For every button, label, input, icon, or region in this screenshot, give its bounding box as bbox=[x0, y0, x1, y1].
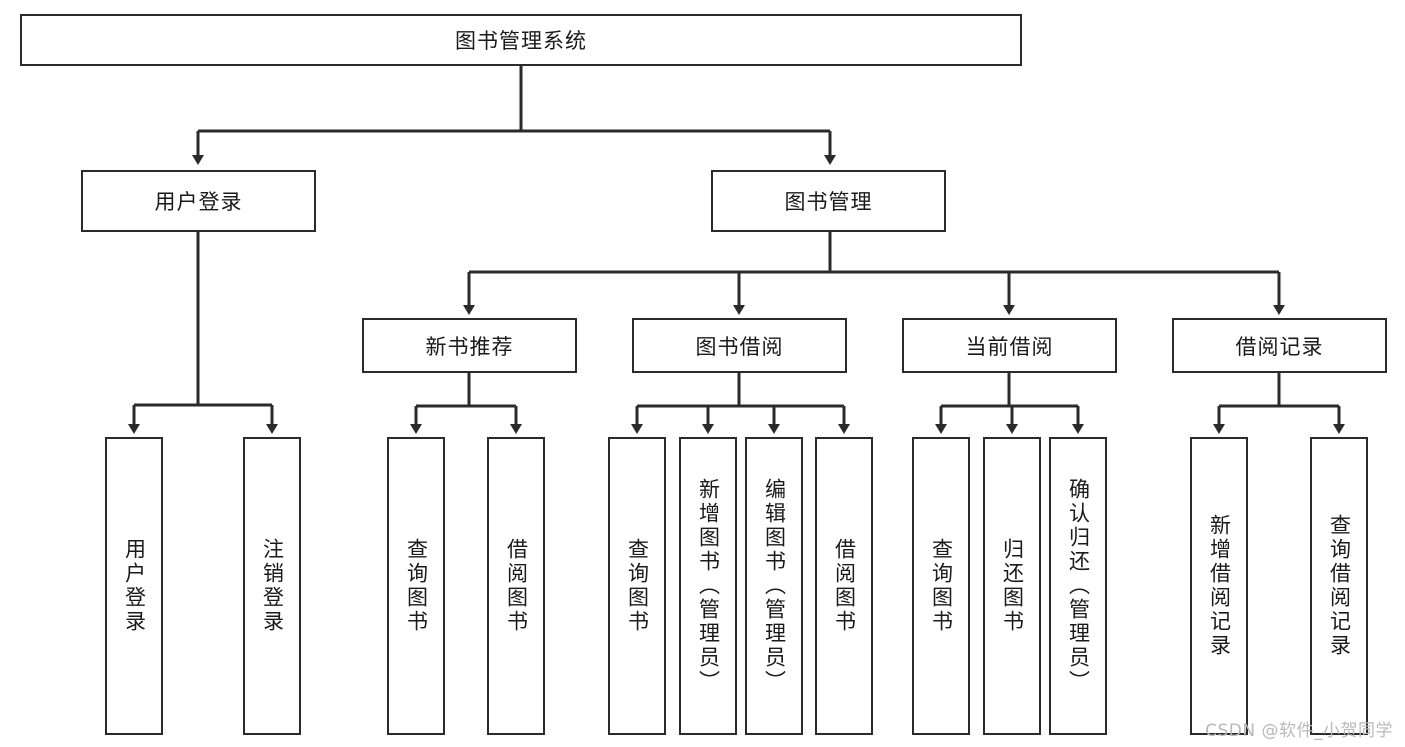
node-leaf-query-book-3-label: 查询图书 bbox=[929, 538, 954, 634]
edge-bookmanage-to-level3 bbox=[463, 232, 1285, 315]
node-borrow-record-label: 借阅记录 bbox=[1235, 334, 1324, 359]
node-leaf-add-record-label: 新增借阅记录 bbox=[1207, 514, 1232, 658]
node-leaf-borrow-book-1[interactable]: 借阅图书 bbox=[487, 437, 545, 735]
node-leaf-return-book[interactable]: 归还图书 bbox=[983, 437, 1041, 735]
node-leaf-user-logout[interactable]: 注销登录 bbox=[243, 437, 301, 735]
node-leaf-add-record[interactable]: 新增借阅记录 bbox=[1190, 437, 1248, 735]
node-leaf-borrow-book-1-label: 借阅图书 bbox=[504, 538, 529, 634]
edge-root-to-level2 bbox=[192, 66, 836, 165]
node-book-borrow[interactable]: 图书借阅 bbox=[632, 318, 847, 373]
node-user-login-label: 用户登录 bbox=[154, 190, 243, 214]
edge-borrowrecord-to-leaves bbox=[1213, 373, 1345, 434]
node-book-manage-label: 图书管理 bbox=[784, 190, 873, 214]
node-leaf-query-book-1-label: 查询图书 bbox=[404, 538, 429, 634]
node-leaf-borrow-book-2-label: 借阅图书 bbox=[832, 538, 857, 634]
node-leaf-query-book-1[interactable]: 查询图书 bbox=[387, 437, 445, 735]
node-leaf-edit-book-label: 编辑图书（管理员） bbox=[762, 478, 787, 694]
edge-userlogin-to-leaves bbox=[128, 232, 278, 434]
node-borrow-record[interactable]: 借阅记录 bbox=[1172, 318, 1387, 373]
edge-newbookrec-to-leaves bbox=[410, 373, 522, 434]
node-leaf-query-book-3[interactable]: 查询图书 bbox=[912, 437, 970, 735]
node-leaf-query-record-label: 查询借阅记录 bbox=[1327, 514, 1352, 658]
node-leaf-user-login[interactable]: 用户登录 bbox=[105, 437, 163, 735]
node-current-borrow[interactable]: 当前借阅 bbox=[902, 318, 1117, 373]
node-leaf-user-login-label: 用户登录 bbox=[122, 538, 147, 634]
node-root-label: 图书管理系统 bbox=[455, 29, 587, 53]
node-user-login[interactable]: 用户登录 bbox=[81, 170, 316, 232]
node-leaf-borrow-book-2[interactable]: 借阅图书 bbox=[815, 437, 873, 735]
edge-currentborrow-to-leaves bbox=[935, 373, 1084, 434]
node-leaf-add-book-label: 新增图书（管理员） bbox=[696, 478, 721, 694]
node-current-borrow-label: 当前借阅 bbox=[965, 334, 1054, 359]
node-root[interactable]: 图书管理系统 bbox=[20, 14, 1022, 66]
node-book-borrow-label: 图书借阅 bbox=[695, 334, 784, 359]
node-leaf-query-record[interactable]: 查询借阅记录 bbox=[1310, 437, 1368, 735]
node-leaf-edit-book[interactable]: 编辑图书（管理员） bbox=[745, 437, 803, 735]
node-new-book-rec-label: 新书推荐 bbox=[425, 334, 514, 359]
node-leaf-confirm-return-label: 确认归还（管理员） bbox=[1066, 478, 1091, 694]
node-leaf-query-book-2-label: 查询图书 bbox=[625, 538, 650, 634]
node-leaf-add-book[interactable]: 新增图书（管理员） bbox=[679, 437, 737, 735]
node-leaf-query-book-2[interactable]: 查询图书 bbox=[608, 437, 666, 735]
watermark: CSDN @软件_小贺同学 bbox=[1205, 721, 1393, 741]
node-book-manage[interactable]: 图书管理 bbox=[711, 170, 946, 232]
node-leaf-confirm-return[interactable]: 确认归还（管理员） bbox=[1049, 437, 1107, 735]
node-leaf-return-book-label: 归还图书 bbox=[1000, 538, 1025, 634]
node-new-book-rec[interactable]: 新书推荐 bbox=[362, 318, 577, 373]
edge-bookborrow-to-leaves bbox=[631, 373, 850, 434]
node-leaf-user-logout-label: 注销登录 bbox=[260, 538, 285, 634]
